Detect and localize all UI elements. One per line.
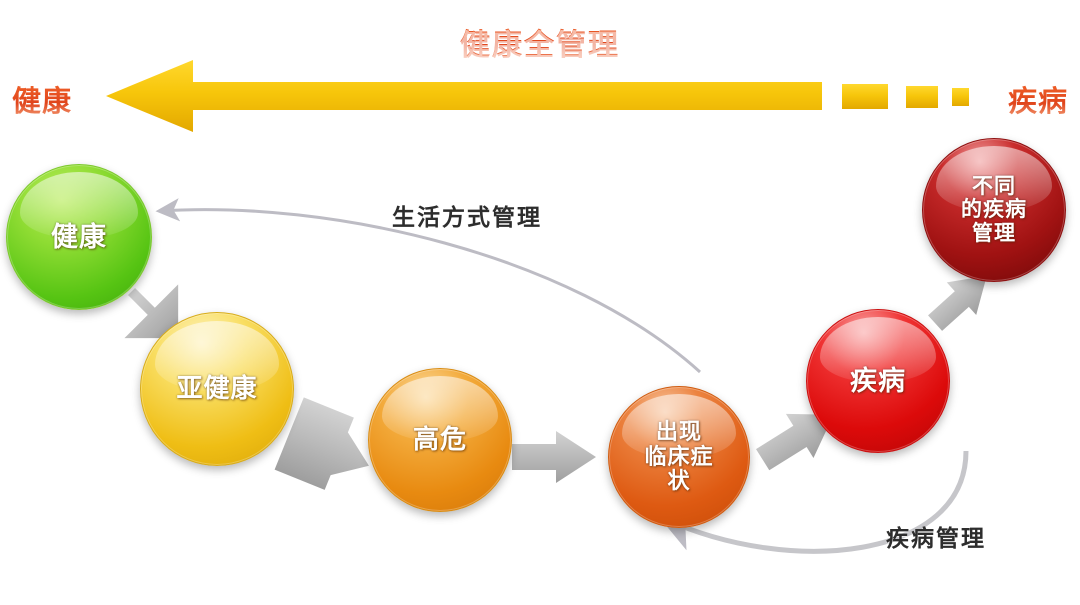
arrow-highrisk-to-symptom [512, 431, 596, 483]
node-health-label: 健康 [51, 221, 107, 252]
banner-left-label: 健康 [12, 78, 72, 120]
node-disease-label: 疾病 [850, 365, 906, 396]
banner-title: 健康全管理 [0, 20, 1080, 64]
arrow-subhealth-to-highrisk [274, 397, 369, 490]
node-highrisk[interactable]: 高危 [368, 368, 512, 512]
node-highrisk-label: 高危 [412, 424, 467, 455]
banner-arrow-dash-1 [842, 84, 888, 109]
banner-arrow-dash-3 [952, 88, 969, 106]
node-symptom[interactable]: 出现 临床症 状 [608, 386, 750, 528]
node-health[interactable]: 健康 [6, 164, 152, 310]
node-symptom-line-1: 出现 [655, 419, 702, 445]
node-subhealth-label: 亚健康 [176, 373, 258, 404]
node-disease-management-label: 不同 的疾病 管理 [957, 175, 1031, 246]
banner-arrow-dash-2 [906, 86, 938, 108]
node-disease-management[interactable]: 不同 的疾病 管理 [922, 138, 1066, 282]
node-mgmt-line-2: 的疾病 [961, 198, 1027, 222]
label-disease-management: 疾病管理 [886, 525, 986, 551]
node-symptom-line-3: 状 [667, 468, 691, 494]
node-mgmt-line-3: 管理 [972, 221, 1016, 245]
node-subhealth[interactable]: 亚健康 [140, 312, 294, 466]
label-lifestyle-management: 生活方式管理 [392, 204, 542, 230]
node-symptom-label: 出现 临床症 状 [640, 419, 717, 494]
banner-right-label: 疾病 [1008, 78, 1068, 120]
node-disease[interactable]: 疾病 [806, 309, 950, 453]
node-mgmt-line-1: 不同 [972, 174, 1016, 198]
node-symptom-line-2: 临床症 [644, 443, 714, 469]
banner-arrow-shaft [106, 60, 822, 132]
